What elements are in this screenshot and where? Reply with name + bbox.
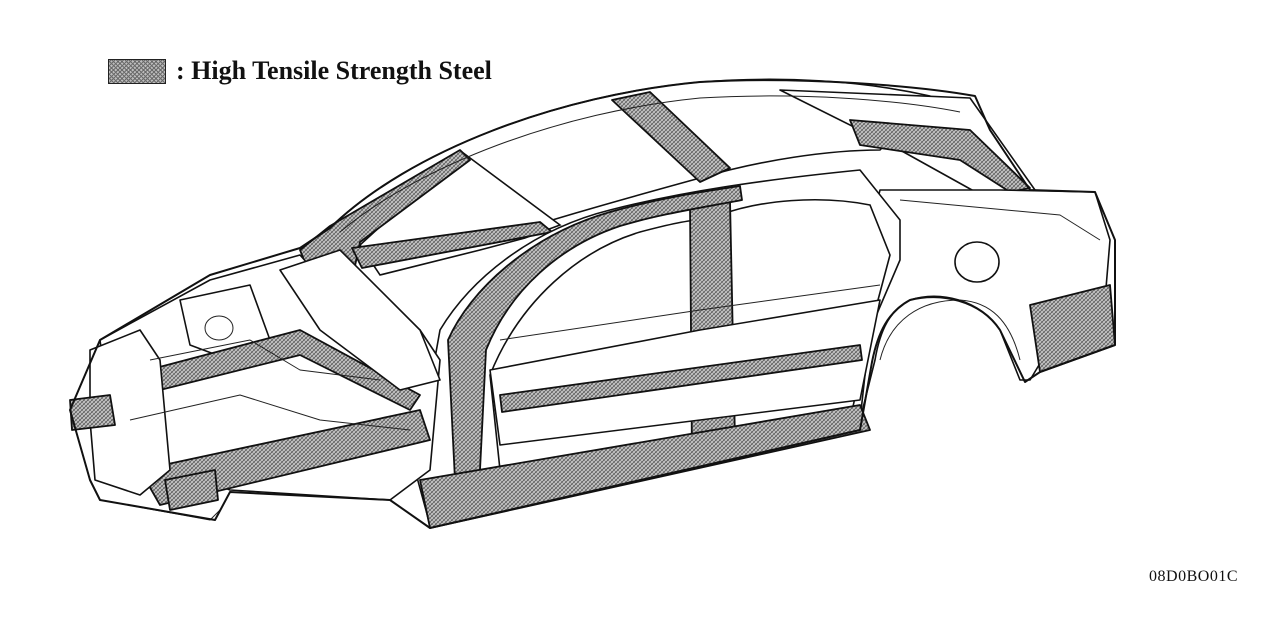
engine-bay-detail-2 — [129, 394, 411, 431]
rear-wheel-arch — [879, 299, 1021, 361]
body-outline — [69, 79, 1116, 529]
side-sill — [419, 404, 871, 529]
dash-panel — [279, 249, 441, 391]
floor-cross-member — [499, 344, 863, 413]
legend-label: : High Tensile Strength Steel — [176, 56, 492, 85]
legend: : High Tensile Strength Steel — [108, 56, 492, 86]
front-bumper-beam — [69, 394, 116, 431]
fuel-door — [954, 241, 1000, 283]
legend-swatch-hatched — [108, 58, 166, 84]
door-belt-line — [499, 284, 881, 341]
engine-bay-detail — [149, 339, 381, 381]
roof-rail-line — [339, 95, 961, 233]
figure-code: 08D0BO01C — [1149, 568, 1238, 585]
strut-tower-hole — [204, 315, 234, 341]
a-pillar-outer — [447, 185, 743, 481]
front-crash-box — [164, 469, 219, 511]
quarter-character-line — [899, 199, 1101, 241]
roof-cross-member — [611, 91, 731, 183]
radiator-support — [89, 329, 171, 496]
